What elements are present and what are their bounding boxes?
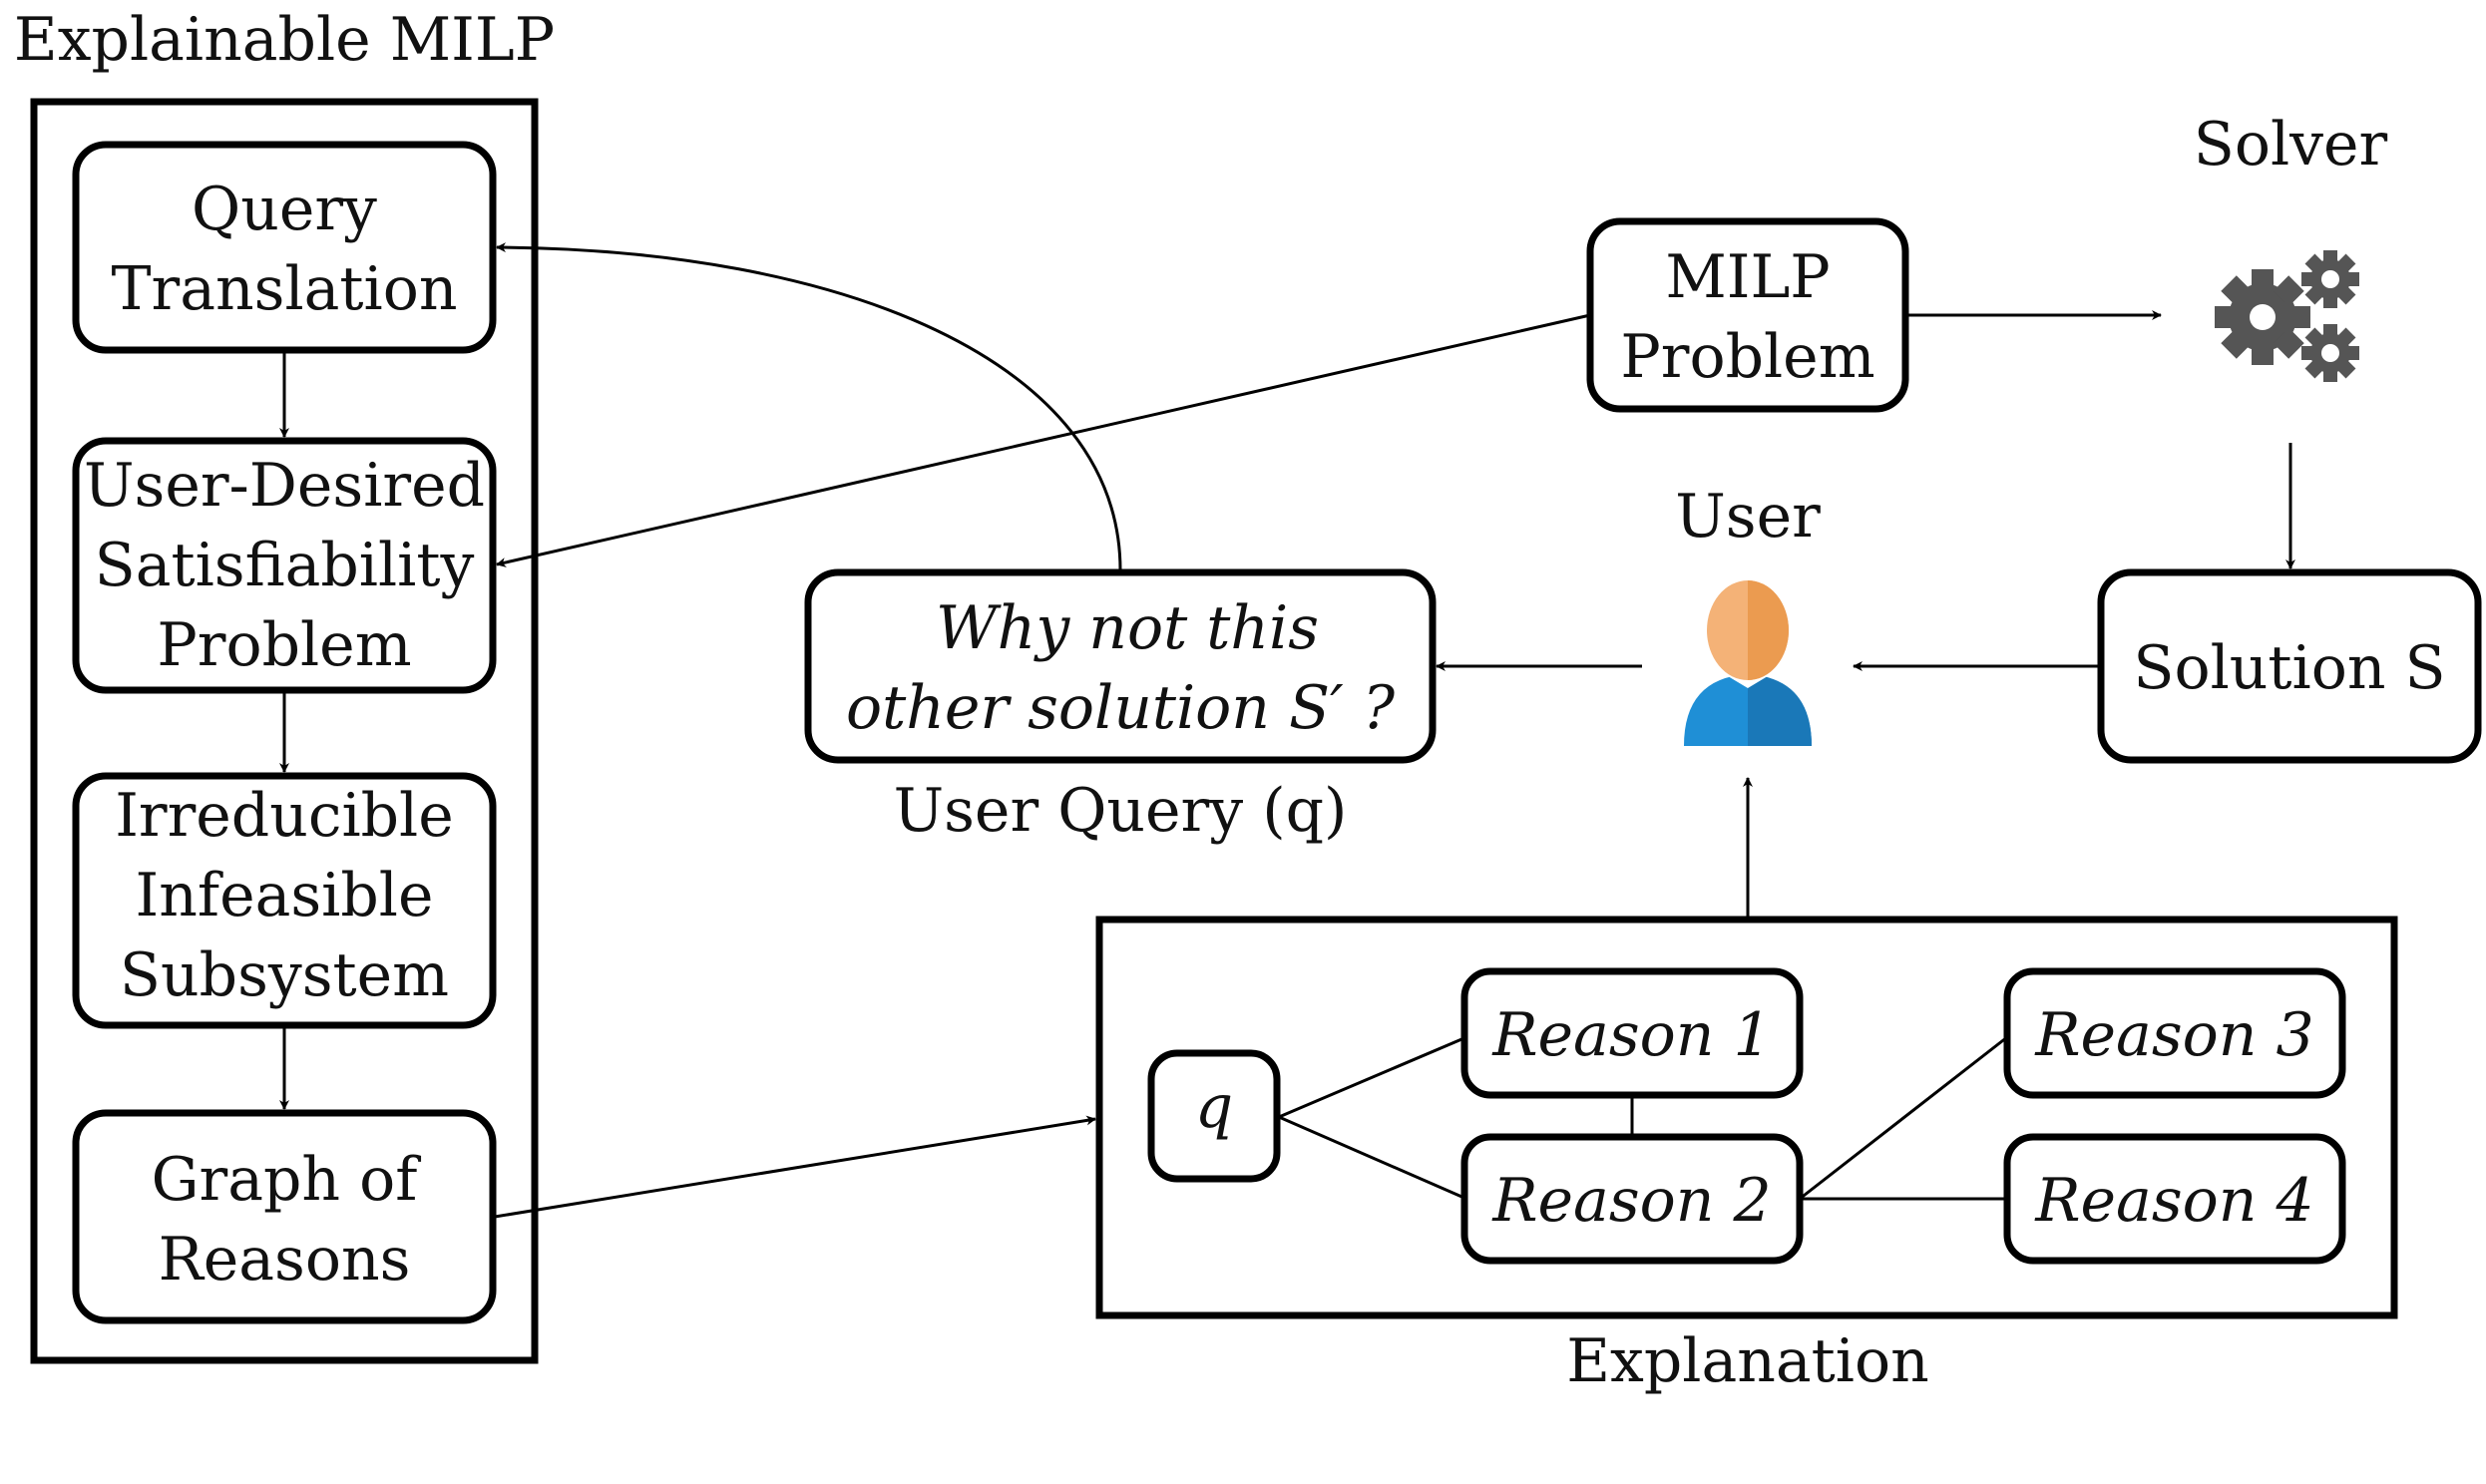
edge-q-reason1 — [1278, 1035, 1467, 1119]
user-query-line2: other solution S′ ? — [846, 673, 1396, 743]
user-label: User — [1675, 482, 1821, 552]
solver-label: Solver — [2194, 110, 2388, 180]
reason-2-node — [1460, 1133, 1804, 1265]
reason-3-label: Reason 3 — [2034, 1000, 2313, 1070]
graph-of-reasons-line2: Reasons — [159, 1225, 411, 1295]
milp-problem-line1: MILP — [1665, 242, 1830, 312]
solution-box — [2097, 568, 2482, 764]
reason-1-node — [1460, 967, 1804, 1099]
reason-2-label: Reason 2 — [1491, 1166, 1771, 1236]
query-translation-line1: Query — [192, 175, 377, 244]
query-translation-line2: Translation — [112, 254, 458, 324]
query-translation-box — [72, 141, 497, 354]
reason-4-label: Reason 4 — [2034, 1166, 2313, 1236]
explanation-panel — [1095, 916, 2398, 1319]
user-icon — [1684, 580, 1812, 746]
iis-line1: Irreducible — [115, 781, 454, 851]
graph-of-reasons-line1: Graph of — [152, 1145, 422, 1215]
iis-line3: Subsystem — [120, 940, 449, 1010]
q-node — [1147, 1049, 1281, 1183]
sat-problem-line2: Satisfiability — [95, 531, 475, 600]
arrow-milp-to-sat — [496, 313, 1591, 567]
milp-problem-line2: Problem — [1620, 322, 1874, 392]
graph-of-reasons-box — [72, 1109, 497, 1324]
reason-1-label: Reason 1 — [1491, 1000, 1771, 1070]
arrow-query-to-translation — [496, 242, 1122, 571]
reason-4-node — [2003, 1133, 2346, 1265]
explanation-caption: Explanation — [1566, 1326, 1929, 1396]
iis-box — [72, 772, 497, 1029]
sat-problem-line1: User-Desired — [84, 451, 485, 521]
explainable-milp-panel — [30, 98, 539, 1364]
user-query-box — [804, 568, 1437, 764]
reason-3-node — [2003, 967, 2346, 1099]
user-query-line1: Why not this — [936, 593, 1319, 663]
sat-problem-line3: Problem — [157, 610, 411, 680]
explainable-milp-title: Explainable MILP — [14, 5, 555, 75]
iis-line2: Infeasible — [136, 861, 434, 930]
user-query-caption: User Query (q) — [894, 776, 1348, 846]
arrow-graph-to-explanation — [494, 1115, 1096, 1219]
q-node-label: q — [1195, 1072, 1233, 1142]
sat-problem-box — [72, 437, 497, 694]
edge-q-reason2 — [1278, 1115, 1467, 1201]
solution-label: Solution S — [2133, 633, 2445, 703]
gears-icon — [2215, 250, 2359, 382]
edge-reason2-reason3 — [1799, 1035, 2008, 1201]
